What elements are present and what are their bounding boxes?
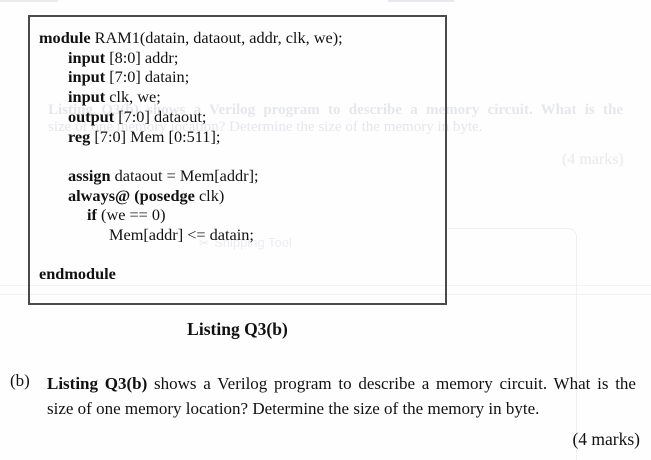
listing-box: module RAM1(datain, dataout, addr, clk, … <box>28 15 447 305</box>
question-label: (b) <box>10 371 30 390</box>
code-line: input clk, we; <box>68 87 161 107</box>
ghost-question-line1: Listing Q3(b) shows a Verilog program to… <box>48 102 623 118</box>
ghost-question-text: Listing Q3(b) shows a Verilog program to… <box>48 102 623 136</box>
code-line: input [7:0] datain; <box>68 67 190 87</box>
verilog-code: module RAM1(datain, dataout, addr, clk, … <box>30 17 445 303</box>
scan-artifact-top-mid <box>388 0 454 2</box>
code-line: output [7:0] dataout; <box>68 106 207 126</box>
code-line <box>39 245 441 265</box>
code-line: module RAM1(datain, dataout, addr, clk, … <box>39 28 343 47</box>
snipping-tool-label: Snipping Tool <box>214 235 292 250</box>
snipping-tool-icon: ✂ <box>199 235 210 250</box>
code-line: Mem[addr] <= datain; <box>109 225 254 245</box>
code-line: if (we == 0) <box>87 205 166 225</box>
ghost-question-line2: size of one memory location? Determine t… <box>48 119 483 135</box>
code-line: reg [7:0] Mem [0:511]; <box>68 126 221 146</box>
q-line: size of one memory location? Determine t… <box>47 399 540 418</box>
code-line: assign dataout = Mem[addr]; <box>68 165 259 185</box>
ghost-window-edge <box>448 228 577 460</box>
scan-artifact-top-left <box>0 0 58 2</box>
snipping-tool-watermark: ✂ Snipping Tool <box>199 235 292 250</box>
listing-caption: Listing Q3(b) <box>187 319 288 339</box>
question-text: Listing Q3(b) shows a Verilog program to… <box>47 371 636 421</box>
q-line: Listing Q3(b) shows a Verilog program to… <box>47 374 636 393</box>
code-line: always@ (posedge clk) <box>68 185 225 205</box>
ghost-marks-label: (4 marks) <box>562 151 624 168</box>
marks-label: (4 marks) <box>572 429 640 449</box>
code-line <box>39 146 441 166</box>
code-line: endmodule <box>39 264 116 284</box>
code-line: input [8:0] addr; <box>68 47 179 67</box>
